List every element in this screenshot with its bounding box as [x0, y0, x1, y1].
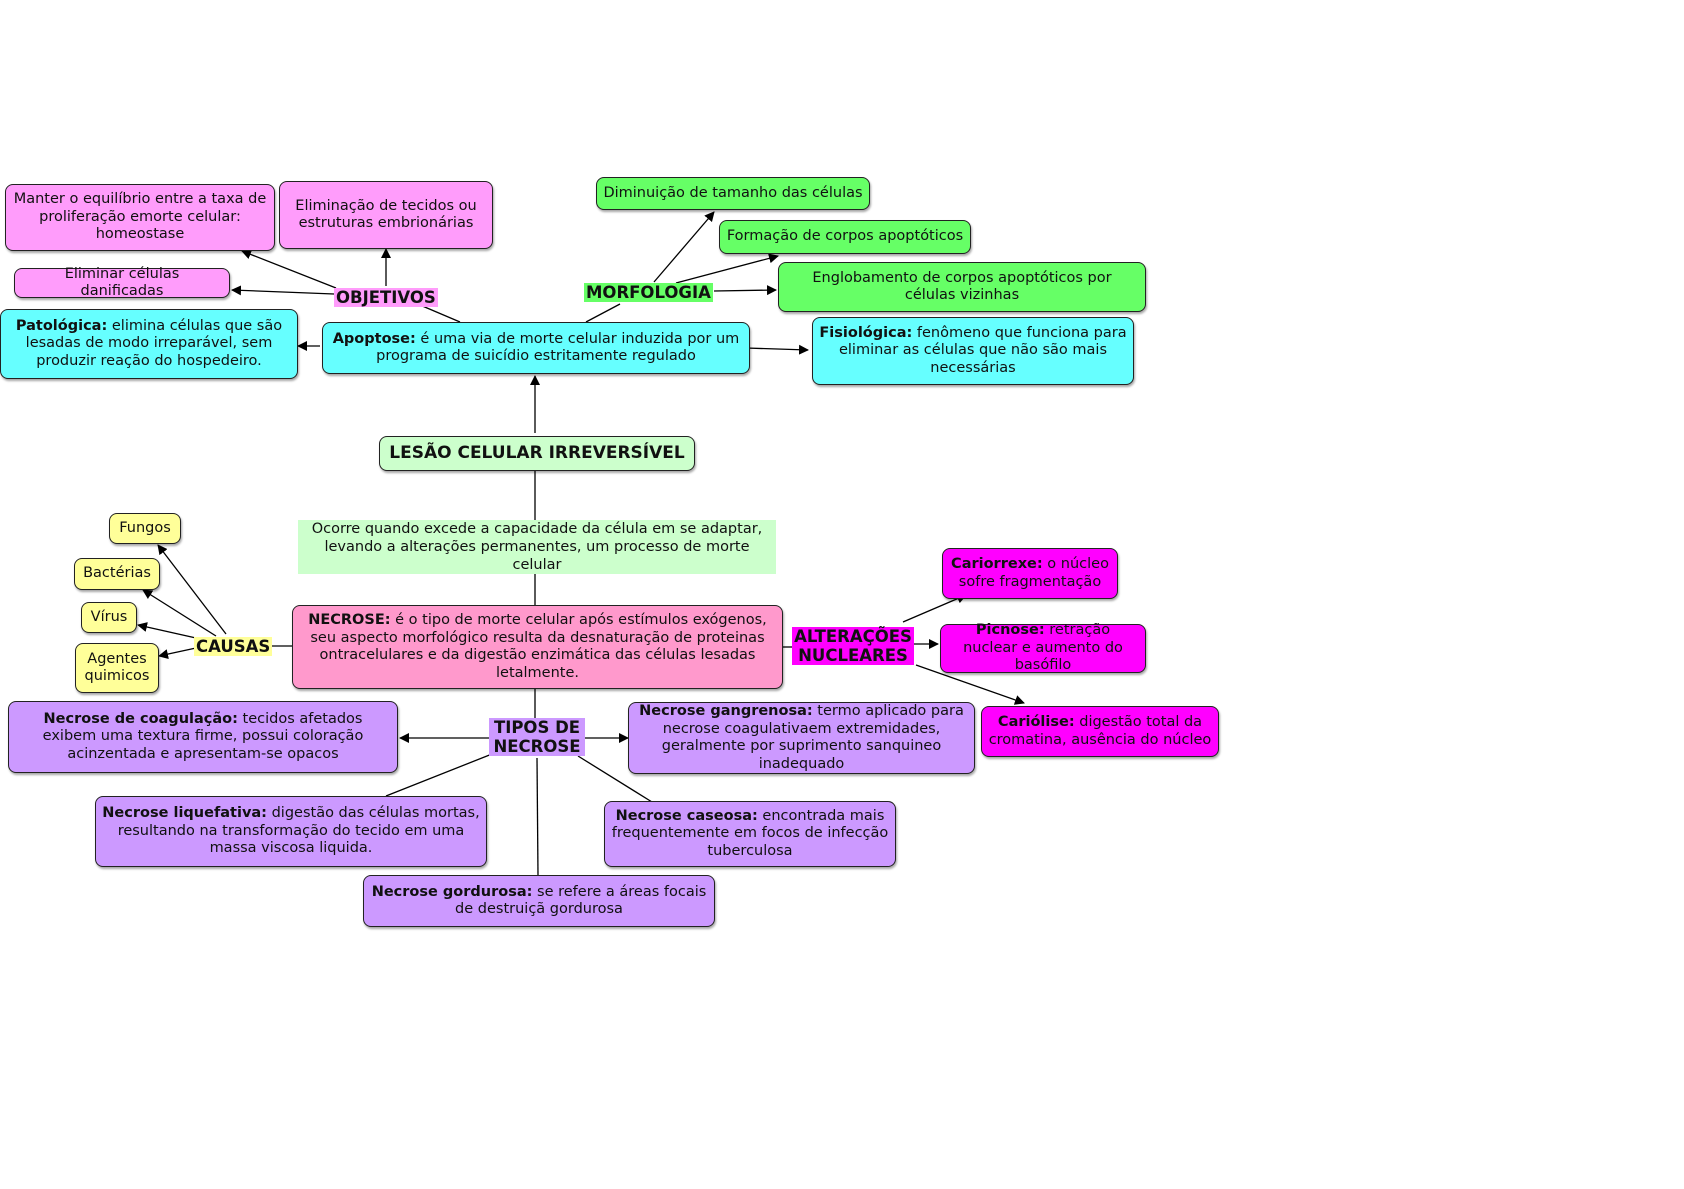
link-causas-to-agentes: [158, 647, 197, 659]
liquefativa-desc: digestão das células mortas, resultando …: [117, 805, 480, 857]
link-causas-to-fungos: [157, 544, 227, 635]
fisiologica-desc: fenômeno que funciona para eliminar as c…: [838, 324, 1127, 376]
central-link-text: Ocorre quando excede a capacidade da cél…: [298, 520, 776, 574]
central-node: LESÃO CELULAR IRREVERSÍVEL: [379, 436, 695, 471]
caseosa-term: Necrose caseosa:: [615, 807, 758, 824]
cariorrexe-desc: o núcleo sofre fragmentação: [958, 556, 1109, 590]
cariolise-term: Cariólise:: [997, 714, 1075, 730]
necrose-gangrenosa: Necrose gangrenosa: termo aplicado para …: [628, 702, 975, 774]
causa-agentes: Agentes quimicos: [75, 643, 159, 693]
apoptose-node: Apoptose: é uma via de morte celular ind…: [322, 322, 750, 374]
necrose-term: NECROSE:: [308, 612, 391, 628]
objetivo-homeostase: Manter o equilíbrio entre a taxa de prol…: [5, 184, 275, 251]
link-objetivos-to-homeostase: [241, 249, 337, 289]
apoptose-term: Apoptose:: [332, 330, 416, 347]
link-tipos-to-caseosa: [577, 755, 653, 803]
tipos-label: TIPOS DE NECROSE: [489, 718, 585, 756]
caseosa-desc: encontrada mais frequentemente em focos …: [611, 807, 889, 859]
objetivo-embrionarias: Eliminação de tecidos ou estruturas embr…: [279, 181, 493, 249]
necrose-caseosa: Necrose caseosa: encontrada mais frequen…: [604, 801, 896, 867]
gordurosa-desc: se refere a áreas focais de destruiçã go…: [455, 883, 707, 918]
patologica-desc: elimina células que são lesadas de modo …: [25, 317, 283, 369]
fisiologica-node: Fisiológica: fenômeno que funciona para …: [812, 317, 1134, 385]
necrose-coagulacao: Necrose de coagulação: tecidos afetados …: [8, 701, 398, 773]
apoptose-desc: é uma via de morte celular induzida por …: [376, 330, 740, 365]
necrose-node: NECROSE: é o tipo de morte celular após …: [292, 605, 783, 689]
coagulacao-desc: tecidos afetados exibem uma textura firm…: [42, 710, 364, 762]
link-alteracoes-to-cariolise: [915, 664, 1025, 705]
patologica-node: Patológica: elimina células que são lesa…: [0, 309, 298, 379]
objetivos-label: OBJETIVOS: [334, 288, 438, 307]
link-morfologia-to-englobamento: [713, 285, 777, 296]
picnose-desc: retração nuclear e aumento do basófilo: [963, 622, 1123, 674]
cariolise-desc: digestão total da cromatina, ausência do…: [988, 714, 1212, 748]
link-tipos-to-gordurosa: [536, 757, 539, 876]
link-apoptose-to-fisiologica: [745, 344, 809, 355]
fisiologica-term: Fisiológica:: [819, 324, 913, 341]
link-causas-to-bacterias: [142, 589, 217, 637]
causa-fungos: Fungos: [109, 513, 181, 544]
objetivo-danificadas: Eliminar células danificadas: [14, 266, 230, 299]
morfologia-englobamento: Englobamento de corpos apoptóticos por c…: [778, 262, 1146, 312]
necrose-desc: é o tipo de morte celular após estímulos…: [310, 612, 767, 681]
link-tipos-to-liquefativa: [385, 753, 493, 797]
picnose-term: Picnose:: [975, 622, 1045, 639]
picnose-node: Picnose: retração nuclear e aumento do b…: [940, 622, 1146, 674]
morfologia-label: MORFOLOGIA: [584, 283, 713, 302]
link-morfologia-to-diminuicao: [653, 211, 715, 283]
gangrenosa-desc: termo aplicado para necrose coagulativae…: [661, 703, 964, 772]
link-apoptose-to-morfologia: [585, 303, 621, 323]
causa-bacterias: Bactérias: [74, 558, 160, 590]
morfologia-diminuicao: Diminuição de tamanho das células: [596, 177, 870, 210]
link-causas-to-virus: [137, 622, 197, 639]
cariorrexe-term: Cariorrexe:: [951, 556, 1043, 572]
link-alteracoes-to-cariorrexe: [902, 593, 967, 623]
link-objetivos-to-danificadas: [231, 285, 335, 296]
link-morfologia-to-formacao: [675, 253, 779, 284]
necrose-gordurosa: Necrose gordurosa: se refere a áreas foc…: [363, 875, 715, 927]
coagulacao-term: Necrose de coagulação:: [43, 710, 238, 727]
gangrenosa-term: Necrose gangrenosa:: [639, 703, 813, 719]
causa-virus: Vírus: [81, 602, 137, 633]
alteracoes-label: ALTERAÇÕES NUCLEARES: [792, 627, 914, 665]
link-apoptose-to-objetivos: [419, 304, 461, 323]
cariolise-node: Cariólise: digestão total da cromatina, …: [981, 706, 1219, 757]
liquefativa-term: Necrose liquefativa:: [102, 805, 267, 822]
gordurosa-term: Necrose gordurosa:: [371, 883, 533, 900]
causas-label: CAUSAS: [194, 637, 273, 656]
cariorrexe-node: Cariorrexe: o núcleo sofre fragmentação: [942, 548, 1118, 599]
patologica-term: Patológica:: [15, 317, 108, 334]
morfologia-formacao: Formação de corpos apoptóticos: [719, 220, 971, 254]
necrose-liquefativa: Necrose liquefativa: digestão das célula…: [95, 796, 487, 867]
